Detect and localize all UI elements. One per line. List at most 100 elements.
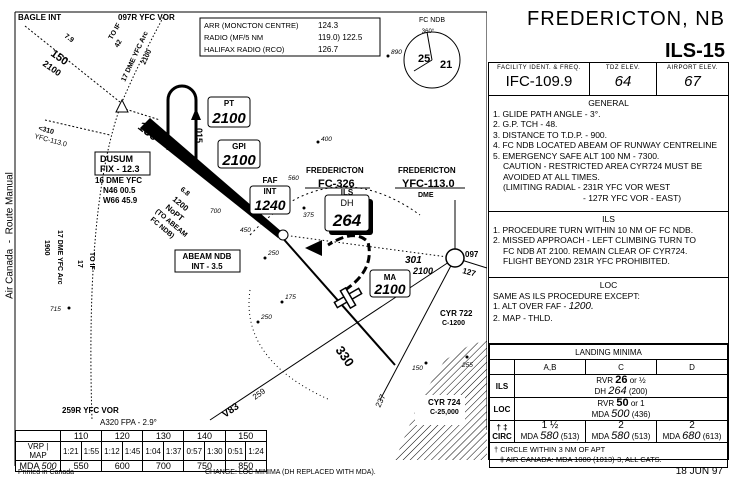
svg-text:560: 560 (288, 175, 299, 182)
abeam-ndb-box: ABEAM NDB INT - 3.5 (174, 249, 241, 273)
svg-text:2100: 2100 (221, 152, 256, 169)
svg-text:RADIO (MF/5 NM: RADIO (MF/5 NM (204, 33, 263, 42)
svg-text:A320 FPA - 2.9°: A320 FPA - 2.9° (100, 418, 157, 427)
svg-text:YFC-113.0: YFC-113.0 (33, 133, 67, 148)
approach-course (140, 118, 282, 238)
svg-text:119.0) 122.5: 119.0) 122.5 (318, 33, 363, 42)
vor097-label: 097R YFC VOR (118, 13, 175, 22)
dusum-box (94, 151, 151, 176)
chart-frame (14, 11, 487, 466)
airport-elev: 67 (684, 73, 701, 90)
radial-237 (379, 257, 456, 401)
svg-text:375: 375 (303, 212, 314, 219)
general-notes: GENERAL 1. GLIDE PATH ANGLE - 3°.2. G.P.… (489, 96, 728, 212)
svg-text:126.7: 126.7 (318, 45, 339, 54)
facility-row: FACILITY IDENT. & FREQ.IFC-109.9 TDZ ELE… (489, 63, 728, 96)
radial-259 (209, 257, 456, 421)
svg-text:250: 250 (267, 250, 279, 257)
plan-view: FC NDB 360° 25 21 BAGLE INT 097R YFC VOR… (14, 11, 487, 466)
svg-text:015: 015 (194, 128, 204, 143)
svg-text:INT: INT (264, 187, 277, 196)
radial-310 (44, 119, 111, 136)
info-panel: FACILITY IDENT. & FREQ.IFC-109.9 TDZ ELE… (488, 62, 729, 468)
change-note: CHANGE: LOC MINIMA (DH REPLACED WITH MDA… (205, 469, 376, 476)
svg-text:2100: 2100 (211, 110, 246, 127)
vor259-label: 259R YFC VOR (62, 406, 119, 415)
gpi-box: GPI 2100 (217, 139, 261, 169)
dh-box: ILS DH 264 (324, 188, 373, 235)
svg-text:DME: DME (418, 192, 434, 199)
dusum-fix-icon (115, 98, 129, 113)
svg-text:360°: 360° (422, 29, 435, 35)
svg-text:237: 237 (374, 392, 388, 408)
svg-text:250: 250 (260, 314, 272, 321)
bagle-track (24, 25, 121, 103)
svg-text:W66 45.9: W66 45.9 (103, 196, 138, 205)
faf-box: FAF INT 1240 (249, 176, 291, 215)
ndb-icon (277, 229, 289, 241)
spot-elevations: 890 400 560 375 700 450 250 175 250 150 … (50, 49, 473, 372)
printed-label: Printed in Canada (18, 469, 75, 476)
svg-text:DUSUM: DUSUM (100, 154, 133, 164)
svg-text:<310: <310 (37, 125, 54, 136)
arrow-left-icon (305, 240, 322, 256)
bagle-int-label: BAGLE INT (18, 13, 61, 22)
svg-text:6.8: 6.8 (179, 186, 191, 198)
svg-text:127: 127 (461, 266, 477, 278)
svg-text:17: 17 (76, 260, 83, 268)
svg-text:124.3: 124.3 (318, 21, 339, 30)
procedure-title: ILS-15 (664, 40, 725, 62)
svg-text:097: 097 (465, 250, 479, 259)
svg-text:TO IF: TO IF (108, 21, 123, 41)
svg-text:400: 400 (321, 136, 332, 143)
svg-text:V83: V83 (220, 401, 241, 420)
svg-text:N46 00.5: N46 00.5 (103, 186, 136, 195)
svg-text:264: 264 (332, 211, 362, 230)
svg-text:C-25,000: C-25,000 (430, 409, 459, 416)
svg-text:301: 301 (405, 255, 422, 266)
facility-ident: IFC-109.9 (505, 73, 573, 90)
svg-text:ARR (MONCTON CENTRE): ARR (MONCTON CENTRE) (204, 21, 299, 30)
svg-text:CYR 722: CYR 722 (440, 309, 473, 318)
svg-text:ABEAM NDB: ABEAM NDB (183, 252, 232, 261)
svg-text:21: 21 (440, 59, 452, 71)
svg-text:DH: DH (341, 198, 354, 208)
tdz-elev: 64 (614, 73, 632, 90)
svg-text:INT - 3.5: INT - 3.5 (191, 262, 223, 271)
svg-text:FC-326: FC-326 (318, 178, 355, 190)
svg-text:7.9: 7.9 (63, 33, 75, 44)
missed-approach-point-icon (333, 286, 363, 310)
svg-text:25: 25 (418, 53, 430, 65)
svg-text:FREDERICTON: FREDERICTON (398, 166, 456, 175)
radial-301-altitude: 2100 (412, 266, 433, 276)
svg-text:890: 890 (391, 49, 402, 56)
svg-text:TO IF: TO IF (88, 252, 95, 270)
vor-icon (445, 248, 465, 268)
svg-text:C-1200: C-1200 (442, 320, 465, 327)
svg-text:CYR 724: CYR 724 (428, 398, 461, 407)
ils-notes: ILS 1. PROCEDURE TURN WITHIN 10 NM OF FC… (489, 212, 728, 278)
loc-notes: LOC SAME AS ILS PROCEDURE EXCEPT: 1. ALT… (489, 278, 728, 344)
svg-text:FIX - 12.3: FIX - 12.3 (100, 164, 140, 174)
svg-text:17 DME YFC Arc: 17 DME YFC Arc (56, 230, 63, 285)
svg-text:MA: MA (384, 273, 397, 282)
svg-text:255: 255 (461, 362, 473, 369)
svg-text:YFC-113.0: YFC-113.0 (402, 178, 455, 190)
svg-text:GPI: GPI (232, 142, 246, 151)
svg-text:700: 700 (210, 208, 221, 215)
svg-text:259: 259 (251, 386, 268, 401)
arrow-up-icon (191, 108, 201, 120)
svg-text:ILS: ILS (341, 188, 354, 197)
svg-text:HALIFAX RADIO (RCO): HALIFAX RADIO (RCO) (204, 45, 285, 54)
svg-text:42: 42 (114, 39, 124, 49)
svg-text:715: 715 (50, 306, 61, 313)
svg-text:1240: 1240 (254, 197, 285, 213)
svg-text:FREDERICTON: FREDERICTON (306, 166, 364, 175)
procedure-turn (166, 84, 198, 165)
comms-box: ARR (MONCTON CENTRE) 124.3 RADIO (MF/5 NM… (199, 17, 381, 57)
svg-text:PT: PT (224, 99, 234, 108)
svg-text:150: 150 (412, 365, 423, 372)
svg-text:1900: 1900 (43, 240, 50, 256)
